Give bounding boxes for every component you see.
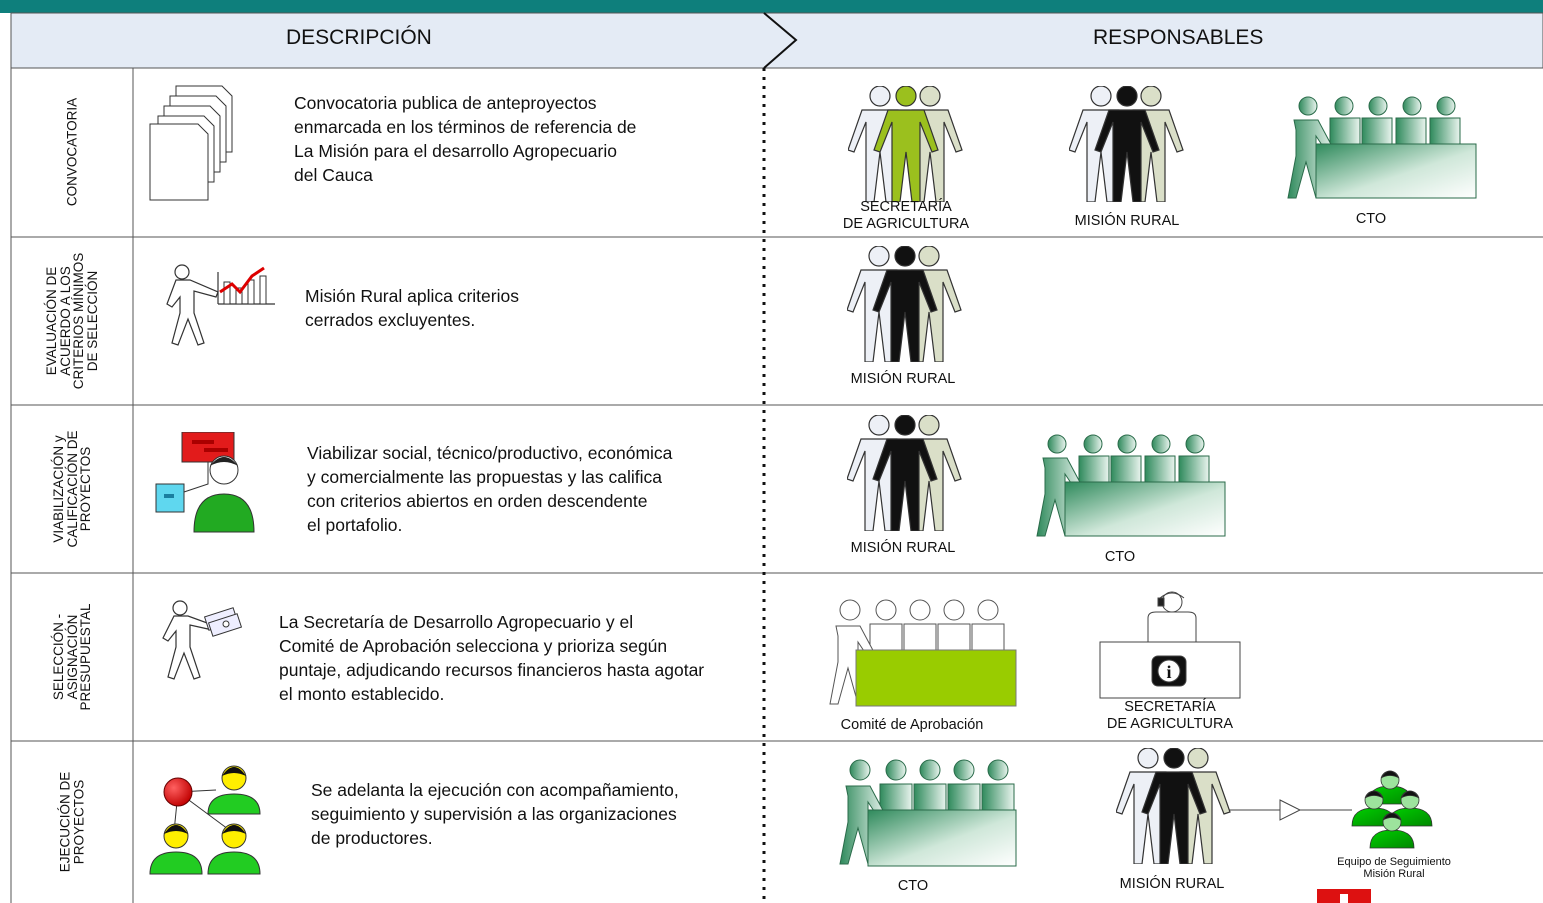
header-descripcion: DESCRIPCIÓN xyxy=(286,26,432,49)
documents-icon xyxy=(149,85,233,201)
presenter-chart-icon xyxy=(166,264,275,346)
people-group-icon xyxy=(1069,86,1184,202)
committee-table-icon xyxy=(829,599,1017,707)
people-group-icon xyxy=(847,415,962,531)
info-desk-icon: i xyxy=(1099,591,1241,699)
people-group-icon xyxy=(847,246,962,362)
committee-table-icon xyxy=(839,759,1017,867)
org-network-icon xyxy=(149,765,261,875)
top-color-bar xyxy=(0,0,1543,13)
label-mision-rural-1: MISIÓN RURAL xyxy=(1074,213,1180,229)
header-responsables: RESPONSABLES xyxy=(1093,26,1264,49)
people-group-icon xyxy=(848,86,963,202)
label-cto-2: CTO xyxy=(1104,549,1136,565)
header-chevron xyxy=(763,12,798,69)
label-cto-3: CTO xyxy=(897,878,929,894)
svg-text:i: i xyxy=(1166,662,1171,682)
committee-table-icon xyxy=(1287,96,1477,199)
green-person-icon xyxy=(207,765,261,815)
people-group-icon xyxy=(1116,748,1231,864)
person-money-icon xyxy=(162,600,243,680)
description-viabilizacion: Viabilizar social, técnico/productivo, e… xyxy=(307,443,673,535)
label-cto-1: CTO xyxy=(1355,211,1387,227)
description-ejecucion: Se adelanta la ejecución con acompañamie… xyxy=(311,780,679,848)
label-mision-rural-4: MISIÓN RURAL xyxy=(1119,876,1225,892)
label-mision-rural-2: MISIÓN RURAL xyxy=(850,371,956,387)
stage-convocatoria: CONVOCATORIA xyxy=(64,97,80,207)
label-comite-aprobacion: Comité de Aprobación xyxy=(840,717,984,733)
flow-arrow-icon xyxy=(1279,799,1302,821)
analyst-icon xyxy=(155,432,255,533)
description-seleccion: La Secretaría de Desarrollo Agropecuario… xyxy=(279,612,705,704)
team-icon xyxy=(1351,770,1433,849)
label-mision-rural-3: MISIÓN RURAL xyxy=(850,540,956,556)
committee-table-icon xyxy=(1036,434,1226,537)
